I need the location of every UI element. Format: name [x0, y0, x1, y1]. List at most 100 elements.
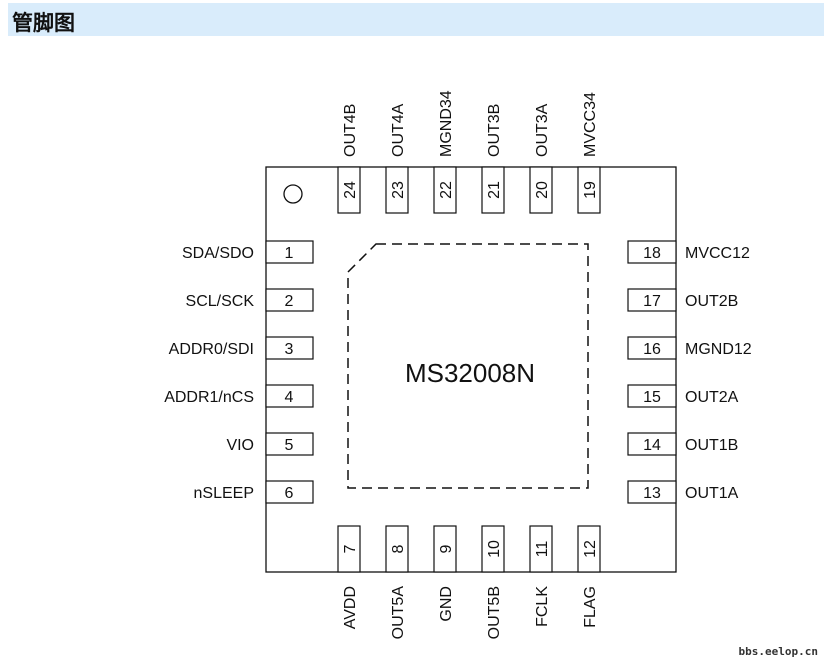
- pin1-marker: [283, 184, 303, 204]
- pin-13: 13 OUT1A: [627, 480, 739, 504]
- pin-pad: [529, 525, 553, 573]
- pin-label-mvcc12: MVCC12: [685, 245, 750, 262]
- pin-label-out3a: OUT3A: [534, 103, 551, 157]
- pin-number: 16: [643, 341, 661, 358]
- pin-label-mvcc34: MVCC34: [582, 92, 599, 157]
- pin-pad: [627, 384, 677, 408]
- pin-pad: [337, 525, 361, 573]
- pin-label-flag: FLAG: [582, 586, 599, 628]
- pin-label-out1b: OUT1B: [685, 437, 738, 454]
- pin-label-out2a: OUT2A: [685, 389, 739, 406]
- pin-pad: [627, 480, 677, 504]
- pin-number: 8: [390, 544, 407, 553]
- pin-label-addr0-sdi: ADDR0/SDI: [169, 341, 254, 358]
- chip-name: MS32008N: [405, 358, 535, 388]
- pin-16: 16 MGND12: [627, 336, 752, 360]
- pin-pad: [265, 432, 314, 456]
- pin-number: 10: [486, 540, 503, 558]
- pin-pad: [265, 480, 314, 504]
- pin-pad: [627, 240, 677, 264]
- pin-number: 3: [285, 341, 294, 358]
- pin-pad: [433, 525, 457, 573]
- pin-label-scl-sck: SCL/SCK: [186, 293, 255, 310]
- pin-pad: [433, 166, 457, 214]
- pin-24: 24 OUT4B: [337, 104, 361, 214]
- pin-18: 18 MVCC12: [627, 240, 750, 264]
- pin-pad: [265, 240, 314, 264]
- pin-label-vio: VIO: [226, 437, 254, 454]
- pin-number: 12: [582, 540, 599, 558]
- pin-17: 17 OUT2B: [627, 288, 738, 312]
- pin-pad: [265, 288, 314, 312]
- pin-3: 3 ADDR0/SDI: [169, 336, 314, 360]
- pin-4: 4 ADDR1/nCS: [164, 384, 314, 408]
- pin-number: 24: [342, 181, 359, 199]
- pin-number: 9: [438, 544, 455, 553]
- pin-20: 20 OUT3A: [529, 103, 553, 214]
- pin-label-out2b: OUT2B: [685, 293, 738, 310]
- pin-number: 23: [390, 181, 407, 199]
- pin-number: 2: [285, 293, 294, 310]
- pin-21: 21 OUT3B: [481, 104, 505, 214]
- pin-number: 20: [534, 181, 551, 199]
- pin-pad: [481, 166, 505, 214]
- pin-number: 15: [643, 389, 661, 406]
- pin-pad: [577, 166, 601, 214]
- pin-number: 1: [285, 245, 294, 262]
- pin-number: 17: [643, 293, 661, 310]
- pin-1: 1 SDA/SDO: [182, 240, 314, 264]
- pin-5: 5 VIO: [226, 432, 314, 456]
- pin-label-sda-sdo: SDA/SDO: [182, 245, 254, 262]
- pin-label-mgnd34: MGND34: [438, 90, 455, 157]
- pin-label-out5b: OUT5B: [486, 586, 503, 639]
- pin-number: 14: [643, 437, 661, 454]
- pin-number: 18: [643, 245, 661, 262]
- pins-group: 1 SDA/SDO 2 SCL/SCK 3 ADDR0/SDI 4 ADDR1/nCS 5 VIO…: [164, 90, 752, 639]
- pin-pad: [627, 336, 677, 360]
- pin-label-addr1-ncs: ADDR1/nCS: [164, 389, 254, 406]
- pin-pad: [481, 525, 505, 573]
- header-bar: 管脚图: [8, 3, 824, 36]
- pin-pad: [385, 525, 409, 573]
- pin-number: 22: [438, 181, 455, 199]
- pin-number: 19: [582, 181, 599, 199]
- pin-pad: [529, 166, 553, 214]
- pin-number: 21: [486, 181, 503, 199]
- pin-label-out5a: OUT5A: [390, 586, 407, 640]
- pin-label-out1a: OUT1A: [685, 485, 739, 502]
- pin-number: 5: [285, 437, 294, 454]
- pin-19: 19 MVCC34: [577, 92, 601, 214]
- pin-2: 2 SCL/SCK: [186, 288, 314, 312]
- pin-pad: [577, 525, 601, 573]
- pin-23: 23 OUT4A: [385, 103, 409, 214]
- pin-label-avdd: AVDD: [342, 586, 359, 629]
- pin-number: 4: [285, 389, 294, 406]
- page-title: 管脚图: [12, 11, 75, 35]
- pin-pad: [265, 336, 314, 360]
- watermark: bbs.eelop.cn: [738, 645, 818, 658]
- pin-14: 14 OUT1B: [627, 432, 738, 456]
- pin-number: 11: [534, 541, 551, 558]
- pin-number: 13: [643, 485, 661, 502]
- pin-number: 7: [342, 544, 359, 553]
- exposed-pad-outline: [347, 243, 589, 489]
- pin-label-out4b: OUT4B: [342, 104, 359, 157]
- pin-6: 6 nSLEEP: [194, 480, 314, 504]
- pin-pad: [627, 432, 677, 456]
- pin-number: 6: [285, 485, 294, 502]
- pin-label-mgnd12: MGND12: [685, 341, 752, 358]
- pin-pad: [265, 384, 314, 408]
- pin-label-out4a: OUT4A: [390, 103, 407, 157]
- pin-label-nsleep: nSLEEP: [194, 485, 254, 502]
- pin-pad: [337, 166, 361, 214]
- pin-label-out3b: OUT3B: [486, 104, 503, 157]
- pin-pad: [385, 166, 409, 214]
- pin-22: 22 MGND34: [433, 90, 457, 214]
